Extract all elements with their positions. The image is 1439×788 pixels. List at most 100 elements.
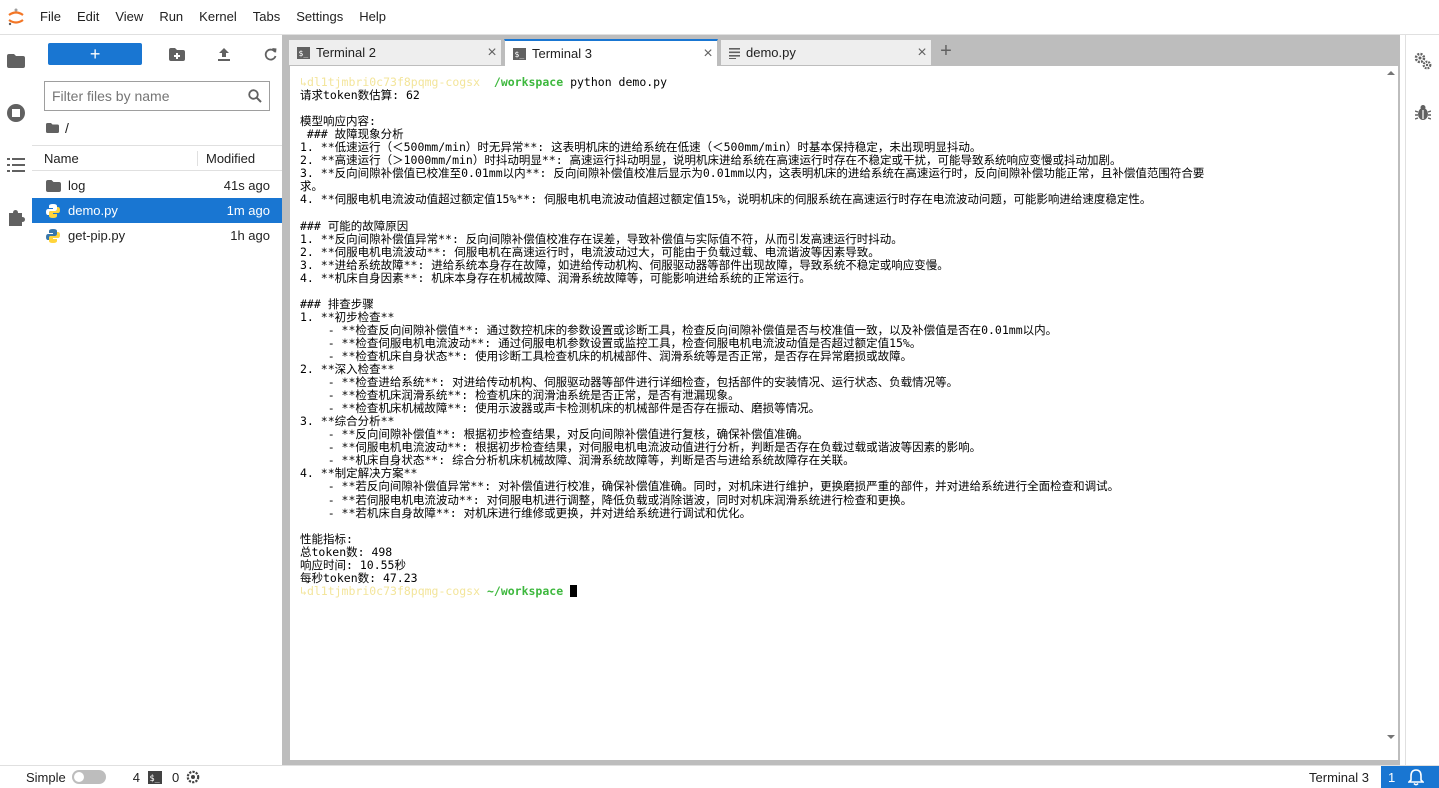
terminal-output: 请求token数估算: 62 模型响应内容: ### 故障现象分析 1. **低… bbox=[300, 88, 1205, 585]
prompt-user: dl1tjmbri0c73f8pqmg-cogsx bbox=[306, 583, 481, 598]
stop-circle-icon bbox=[7, 104, 25, 122]
file-filter-box bbox=[44, 81, 270, 111]
terminal-icon: $_ bbox=[513, 47, 526, 60]
tab-bar: $_ Terminal 2 × $_ Terminal 3 × demo.py … bbox=[288, 35, 1400, 66]
file-name: demo.py bbox=[68, 203, 118, 218]
new-folder-button[interactable] bbox=[166, 43, 189, 65]
scroll-down-arrow-icon[interactable] bbox=[1384, 732, 1398, 742]
main-menu: File Edit View Run Kernel Tabs Settings … bbox=[32, 0, 394, 34]
notifications-button[interactable]: 1 bbox=[1381, 766, 1439, 788]
menu-help[interactable]: Help bbox=[359, 9, 386, 24]
panel-splitter[interactable] bbox=[282, 35, 288, 765]
file-list-header: Name Modified bbox=[32, 145, 282, 171]
file-list: log 41s ago demo.py 1m ago get-pip.py 1h… bbox=[32, 173, 282, 248]
text-file-icon bbox=[729, 47, 740, 59]
refresh-icon bbox=[265, 47, 277, 60]
file-browser-toolbar: + bbox=[32, 35, 282, 73]
left-activity-bar bbox=[0, 35, 33, 765]
terminal-scrollbar[interactable] bbox=[1384, 66, 1398, 760]
jupyter-logo-icon bbox=[0, 0, 32, 34]
terminal-output-area: ↳dl1tjmbri0c73f8pqmg-cogsx /workspace py… bbox=[290, 66, 1398, 598]
property-inspector-tab[interactable] bbox=[1406, 35, 1439, 87]
upload-icon bbox=[218, 47, 231, 61]
file-filter-input[interactable] bbox=[45, 87, 241, 105]
tab-terminal-2[interactable]: $_ Terminal 2 × bbox=[288, 39, 502, 65]
tab-label: Terminal 2 bbox=[316, 45, 376, 60]
status-bar: Simple 4 $_ 0 Terminal 3 1 bbox=[0, 765, 1439, 788]
plus-icon: + bbox=[940, 39, 952, 62]
prompt-arrow: ↳ bbox=[300, 583, 307, 598]
prompt-directory: ~/workspace bbox=[486, 583, 564, 598]
file-modified: 41s ago bbox=[223, 178, 270, 193]
prompt-user: dl1tjmbri0c73f8pqmg-cogsx bbox=[306, 75, 481, 89]
menu-file[interactable]: File bbox=[40, 9, 61, 24]
scroll-up-arrow-icon[interactable] bbox=[1384, 68, 1398, 78]
terminal-command: python demo.py bbox=[570, 75, 668, 89]
breadcrumb-root[interactable]: / bbox=[65, 120, 69, 136]
terminals-count[interactable]: 4 bbox=[132, 769, 140, 785]
file-modified: 1m ago bbox=[226, 203, 270, 218]
main-dock-area: $_ Terminal 2 × $_ Terminal 3 × demo.py … bbox=[288, 35, 1400, 765]
column-modified[interactable]: Modified bbox=[197, 150, 282, 166]
folder-icon bbox=[7, 54, 25, 68]
tab-label: Terminal 3 bbox=[532, 46, 592, 61]
file-browser-tab[interactable] bbox=[0, 35, 32, 87]
python-file-icon bbox=[46, 228, 66, 243]
tab-label: demo.py bbox=[746, 45, 796, 60]
search-icon bbox=[241, 89, 269, 103]
breadcrumb: / bbox=[32, 111, 282, 145]
prompt-arrow: ↳ bbox=[300, 75, 307, 89]
breadcrumb-home[interactable]: / bbox=[46, 120, 69, 136]
add-tab-button[interactable]: + bbox=[934, 39, 958, 63]
folder-icon bbox=[46, 179, 66, 192]
menu-view[interactable]: View bbox=[115, 9, 144, 24]
python-file-icon bbox=[46, 203, 66, 218]
notifications-count: 1 bbox=[1388, 769, 1396, 785]
puzzle-icon bbox=[9, 210, 25, 226]
tab-demo-py[interactable]: demo.py × bbox=[720, 39, 932, 65]
menu-edit[interactable]: Edit bbox=[76, 9, 100, 24]
menu-run[interactable]: Run bbox=[159, 9, 184, 24]
prompt-directory: /workspace bbox=[493, 75, 564, 89]
active-tab-status: Terminal 3 bbox=[1309, 769, 1369, 785]
kernel-status-icon bbox=[186, 770, 200, 784]
running-sessions-tab[interactable] bbox=[0, 87, 32, 139]
simple-mode-toggle[interactable] bbox=[71, 770, 106, 784]
table-of-contents-tab[interactable] bbox=[0, 139, 32, 191]
gears-icon bbox=[1414, 52, 1432, 70]
top-menu-bar: File Edit View Run Kernel Tabs Settings … bbox=[0, 0, 1439, 35]
refresh-button[interactable] bbox=[259, 43, 282, 65]
menu-tabs[interactable]: Tabs bbox=[252, 9, 281, 24]
svg-text:$_: $_ bbox=[299, 49, 309, 58]
folder-icon bbox=[46, 123, 59, 133]
menu-settings[interactable]: Settings bbox=[296, 9, 344, 24]
close-icon[interactable]: × bbox=[917, 43, 927, 61]
simple-mode-label: Simple bbox=[26, 769, 66, 785]
right-activity-bar bbox=[1405, 35, 1439, 765]
file-browser-panel: + / Name Modified log 41s ago bbox=[32, 35, 282, 765]
menu-kernel[interactable]: Kernel bbox=[199, 9, 237, 24]
close-icon[interactable]: × bbox=[487, 43, 497, 61]
new-launcher-button[interactable]: + bbox=[48, 43, 143, 65]
debugger-tab[interactable] bbox=[1406, 87, 1439, 139]
file-row-demo-py[interactable]: demo.py 1m ago bbox=[32, 198, 282, 223]
extension-manager-tab[interactable] bbox=[0, 191, 32, 243]
close-icon[interactable]: × bbox=[703, 44, 713, 62]
file-row-get-pip-py[interactable]: get-pip.py 1h ago bbox=[32, 223, 282, 248]
terminal-status-icon: $_ bbox=[147, 770, 162, 784]
file-name: log bbox=[68, 178, 86, 193]
file-modified: 1h ago bbox=[230, 228, 270, 243]
bell-icon bbox=[1408, 768, 1425, 786]
kernels-count[interactable]: 0 bbox=[171, 769, 180, 785]
svg-text:$_: $_ bbox=[515, 50, 525, 59]
plus-icon: + bbox=[89, 43, 101, 64]
new-folder-icon bbox=[169, 47, 186, 61]
file-row-log[interactable]: log 41s ago bbox=[32, 173, 282, 198]
tab-terminal-3[interactable]: $_ Terminal 3 × bbox=[504, 39, 718, 66]
list-icon bbox=[7, 158, 25, 172]
bug-icon bbox=[1415, 105, 1431, 120]
column-name[interactable]: Name bbox=[44, 150, 79, 166]
terminal-cursor bbox=[570, 584, 578, 597]
upload-button[interactable] bbox=[213, 43, 236, 65]
terminal-view[interactable]: ↳dl1tjmbri0c73f8pqmg-cogsx /workspace py… bbox=[290, 66, 1398, 760]
